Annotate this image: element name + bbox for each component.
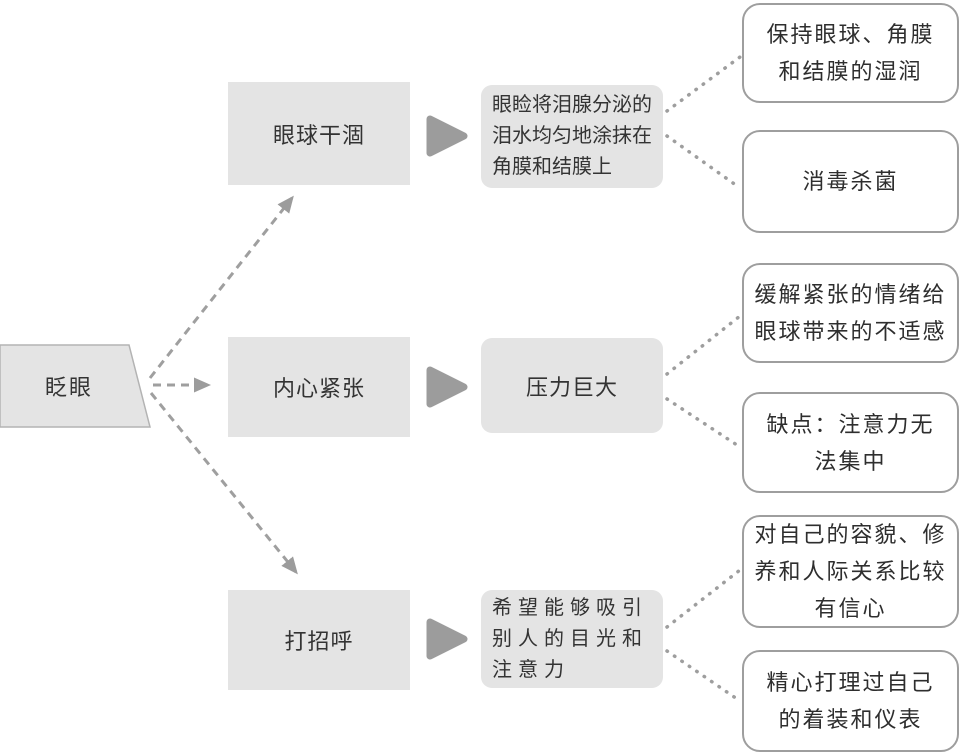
dotted-link-3a bbox=[665, 568, 742, 629]
outcome-node-attention-loss: 缺点：注意力无 法集中 bbox=[742, 392, 959, 493]
cause-node-tension: 内心紧张 bbox=[228, 337, 410, 437]
cause-node-dry-eye: 眼球干涸 bbox=[228, 82, 410, 185]
triangle-arrow-2 bbox=[426, 366, 468, 408]
outcome-node-relieve: 缓解紧张的情绪给 眼球带来的不适感 bbox=[742, 263, 959, 363]
cause-node-greeting: 打招呼 bbox=[228, 590, 410, 690]
root-node-shape bbox=[0, 344, 151, 428]
explanation-node-attract: 希望能够吸引 别人的目光和 注意力 bbox=[481, 590, 663, 688]
dotted-link-3b bbox=[665, 649, 742, 703]
explanation-node-dry-eye: 眼睑将泪腺分泌的 泪水均匀地涂抹在 角膜和结膜上 bbox=[481, 85, 663, 188]
dotted-link-2a bbox=[665, 314, 742, 376]
dotted-link-1b bbox=[665, 134, 742, 190]
outcome-node-sterilize: 消毒杀菌 bbox=[742, 130, 959, 233]
triangle-arrow-1 bbox=[426, 115, 468, 157]
explanation-node-pressure: 压力巨大 bbox=[481, 338, 663, 433]
root-node-label: 眨眼 bbox=[44, 375, 93, 400]
dashed-arrow-to-cause-3 bbox=[149, 392, 298, 575]
dotted-link-2b bbox=[665, 397, 742, 449]
outcome-node-confidence: 对自己的容貌、修 养和人际关系比较 有信心 bbox=[742, 515, 959, 628]
outcome-node-grooming: 精心打理过自己 的着装和仪表 bbox=[742, 650, 959, 752]
dotted-link-1a bbox=[665, 55, 742, 113]
triangle-arrow-3 bbox=[426, 618, 468, 660]
dashed-arrow-to-cause-1 bbox=[148, 195, 294, 379]
outcome-node-moisture: 保持眼球、角膜 和结膜的湿润 bbox=[742, 3, 959, 103]
